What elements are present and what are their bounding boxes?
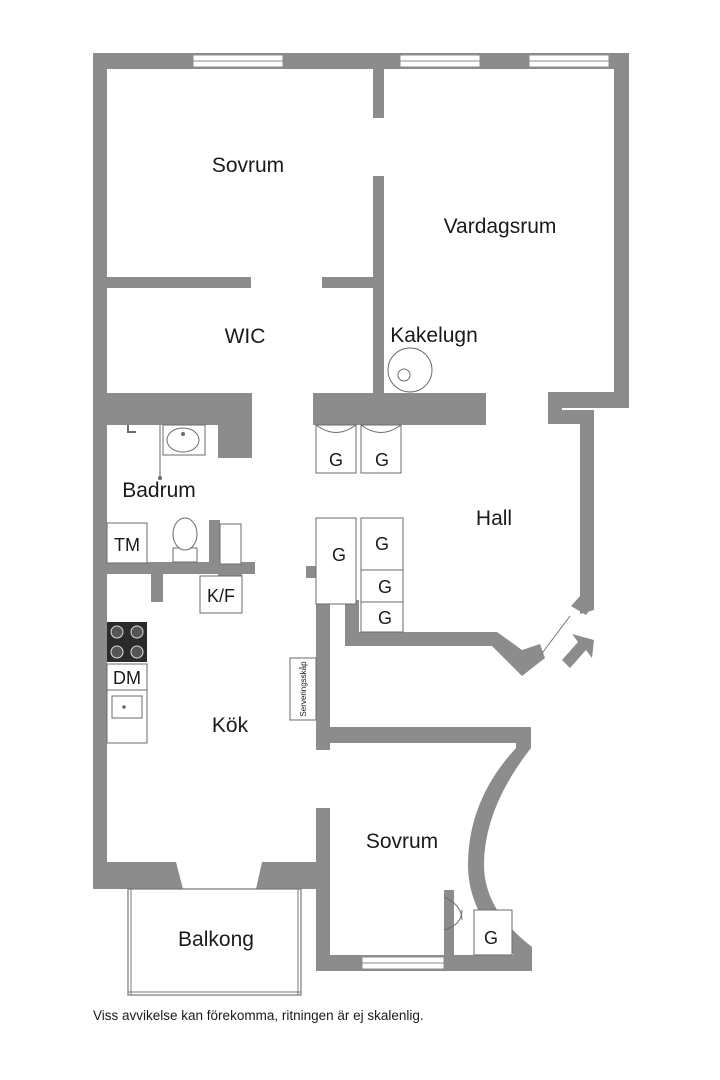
interior-walls bbox=[93, 66, 486, 604]
room-label-wic: WIC bbox=[225, 325, 266, 348]
wardrobe-label: G bbox=[375, 450, 389, 470]
dm-label: DM bbox=[113, 668, 141, 688]
outer-walls bbox=[93, 53, 629, 971]
room-label-hall: Hall bbox=[476, 507, 512, 530]
serveringsskap-label: Serveringsskåp bbox=[299, 661, 308, 717]
fixtures bbox=[106, 347, 513, 956]
wardrobe-label: G bbox=[329, 450, 343, 470]
wardrobe-label: G bbox=[378, 608, 392, 628]
room-label-vardagsrum: Vardagsrum bbox=[444, 215, 557, 238]
windows bbox=[192, 54, 610, 970]
wardrobe-label: G bbox=[375, 534, 389, 554]
room-label-kakelugn: Kakelugn bbox=[390, 324, 478, 347]
tm-label: TM bbox=[114, 535, 140, 555]
room-label-badrum: Badrum bbox=[122, 479, 196, 502]
room-label-sovrum-bottom: Sovrum bbox=[366, 830, 438, 853]
wardrobe-label: G bbox=[332, 545, 346, 565]
kf-label: K/F bbox=[207, 586, 235, 606]
room-label-balkong: Balkong bbox=[178, 928, 254, 951]
room-label-kok: Kök bbox=[212, 714, 249, 737]
disclaimer-text: Viss avvikelse kan förekomma, ritningen … bbox=[93, 1008, 424, 1023]
room-label-sovrum-top: Sovrum bbox=[212, 154, 284, 177]
balcony bbox=[127, 888, 302, 996]
entrance-arrow-icon bbox=[562, 634, 594, 668]
wardrobe-label: G bbox=[378, 577, 392, 597]
wardrobe-label: G bbox=[484, 928, 498, 948]
